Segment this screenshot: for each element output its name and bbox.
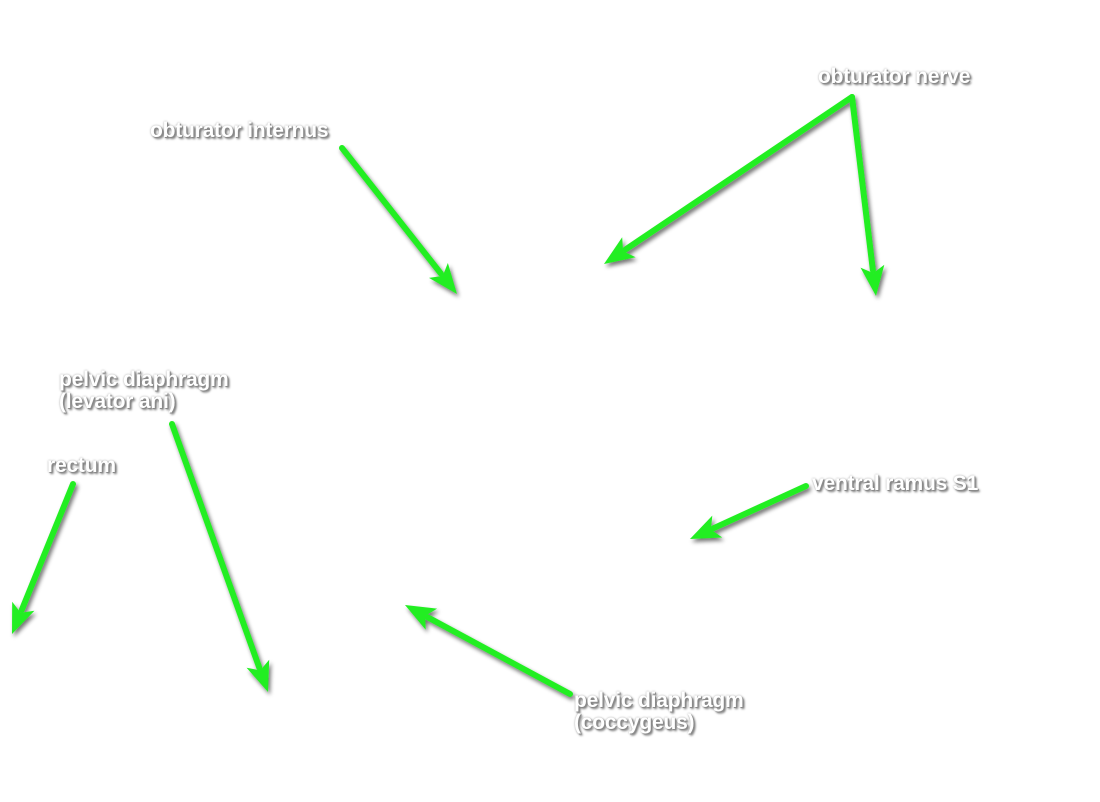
arrow-shaft (710, 483, 809, 532)
arrow-levator-ani (169, 421, 270, 692)
arrow-head (604, 237, 636, 264)
label-line: pelvic diaphragm (574, 689, 744, 712)
arrow-group (12, 94, 885, 697)
label-obturator-nerve: obturator nerve (818, 65, 971, 88)
arrow-head (405, 605, 438, 630)
label-obturator-internus: obturator internus (150, 119, 329, 142)
label-pelvic-diaphragm-coccygeus: pelvic diaphragm (coccygeus) (574, 690, 744, 734)
label-pelvic-diaphragm-levator-ani: pelvic diaphragm (levator ani) (59, 369, 229, 413)
arrow-shaft (622, 94, 855, 253)
arrow-ventral-ramus (690, 483, 809, 539)
arrow-obturator-nerve-left (604, 94, 855, 264)
arrow-shaft (339, 145, 444, 277)
arrow-obturator-nerve-down (849, 94, 885, 296)
arrow-shaft (849, 94, 876, 274)
label-line: (coccygeus) (574, 711, 695, 734)
label-rectum: rectum (47, 454, 116, 477)
arrow-head (860, 264, 885, 296)
arrow-head (690, 515, 723, 539)
arrow-coccygeus (405, 605, 573, 697)
arrow-head (246, 659, 270, 692)
arrow-obturator-internus (339, 145, 457, 294)
label-line: (levator ani) (59, 390, 176, 413)
arrow-head (429, 263, 457, 294)
arrow-shaft (424, 614, 573, 697)
label-ventral-ramus-s1: ventral ramus S1 (812, 472, 979, 495)
arrow-shaft (18, 481, 76, 613)
arrow-rectum (12, 481, 76, 634)
arrow-head (12, 601, 35, 634)
label-line: pelvic diaphragm (59, 368, 229, 391)
arrow-shaft (169, 421, 263, 671)
